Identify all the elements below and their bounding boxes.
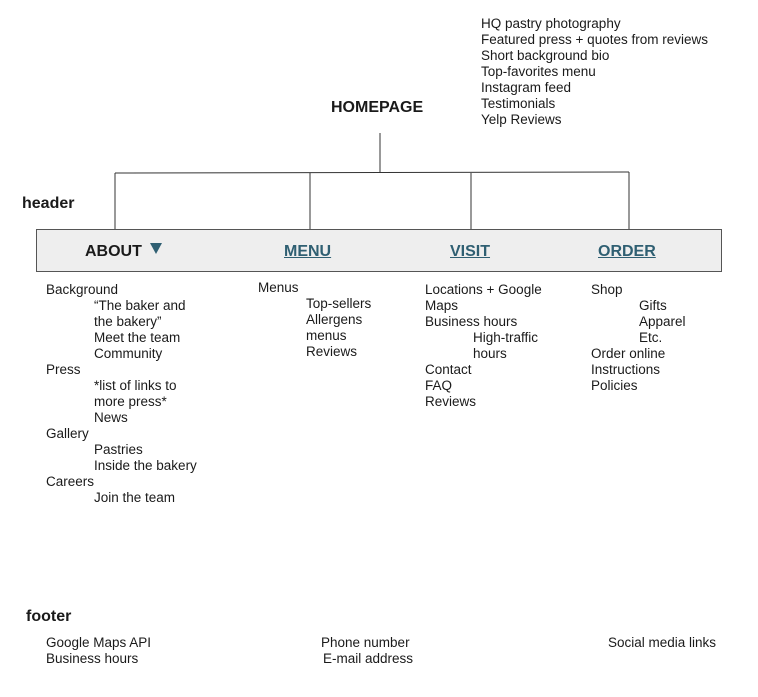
list-item: Allergens	[306, 312, 363, 327]
nav-item-order[interactable]: ORDER	[598, 243, 656, 260]
caret-down-icon[interactable]	[149, 243, 162, 254]
footer-right: Social media links	[608, 635, 716, 651]
about-column: Background “The baker and the bakery” Me…	[46, 282, 197, 506]
list-item: hours	[473, 346, 507, 361]
list-item: E-mail address	[323, 651, 414, 666]
list-item: Featured press + quotes from reviews	[481, 32, 708, 47]
list-item: FAQ	[425, 378, 453, 393]
list-item: HQ pastry photography	[481, 16, 621, 31]
list-item: menus	[306, 328, 347, 343]
list-item: Phone number	[321, 635, 410, 650]
list-item: Community	[94, 346, 163, 361]
footer-center: Phone number E-mail address	[321, 635, 413, 667]
list-item: Business hours	[425, 314, 518, 329]
list-item: Business hours	[46, 651, 139, 666]
list-item: Top-favorites menu	[481, 64, 596, 79]
list-item: Shop	[591, 282, 623, 297]
list-item: Gallery	[46, 426, 89, 441]
list-item: Menus	[258, 280, 299, 295]
list-item: Apparel	[639, 314, 686, 329]
list-item: Yelp Reviews	[481, 112, 562, 127]
list-item: Reviews	[306, 344, 358, 359]
list-item: Maps	[425, 298, 459, 313]
list-item: Contact	[425, 362, 472, 377]
list-item: Top-sellers	[306, 296, 372, 311]
order-column: Shop Gifts Apparel Etc. Order online Ins…	[591, 282, 686, 394]
nav-item-visit[interactable]: VISIT	[450, 243, 491, 260]
list-item: Pastries	[94, 442, 143, 457]
list-item: Order online	[591, 346, 666, 361]
list-item: Press	[46, 362, 81, 377]
list-item: “The baker and	[94, 298, 186, 313]
visit-column: Locations + Google Maps Business hours H…	[425, 282, 542, 410]
list-item: Join the team	[94, 490, 176, 505]
list-item: Google Maps API	[46, 635, 152, 650]
nav-bar: ABOUT MENU VISIT ORDER	[36, 229, 722, 272]
list-item: Instructions	[591, 362, 661, 377]
list-item: more press*	[94, 394, 167, 409]
list-item: Testimonials	[481, 96, 556, 111]
nav-about-label: ABOUT	[85, 243, 142, 260]
nav-item-menu[interactable]: MENU	[284, 243, 332, 260]
homepage-content-list: HQ pastry photography Featured press + q…	[481, 16, 708, 128]
list-item: Inside the bakery	[94, 458, 197, 473]
list-item: Careers	[46, 474, 95, 489]
list-item: Instagram feed	[481, 80, 572, 95]
footer-label: footer	[26, 608, 72, 625]
list-item: Policies	[591, 378, 638, 393]
list-item: High-traffic	[473, 330, 539, 345]
header-label: header	[22, 195, 75, 212]
list-item: Locations + Google	[425, 282, 542, 297]
list-item: *list of links to	[94, 378, 177, 393]
list-item: Etc.	[639, 330, 663, 345]
list-item: Social media links	[608, 635, 717, 650]
list-item: News	[94, 410, 128, 425]
list-item: the bakery”	[94, 314, 162, 329]
list-item: Short background bio	[481, 48, 610, 63]
footer-left: Google Maps API Business hours	[46, 635, 151, 667]
homepage-title: HOMEPAGE	[331, 99, 424, 116]
list-item: Meet the team	[94, 330, 181, 345]
menu-column: Menus Top-sellers Allergens menus Review…	[258, 280, 371, 360]
nav-item-about[interactable]: ABOUT	[85, 243, 162, 261]
list-item: Background	[46, 282, 119, 297]
list-item: Reviews	[425, 394, 477, 409]
list-item: Gifts	[639, 298, 667, 313]
branch-bar	[114, 171, 630, 174]
